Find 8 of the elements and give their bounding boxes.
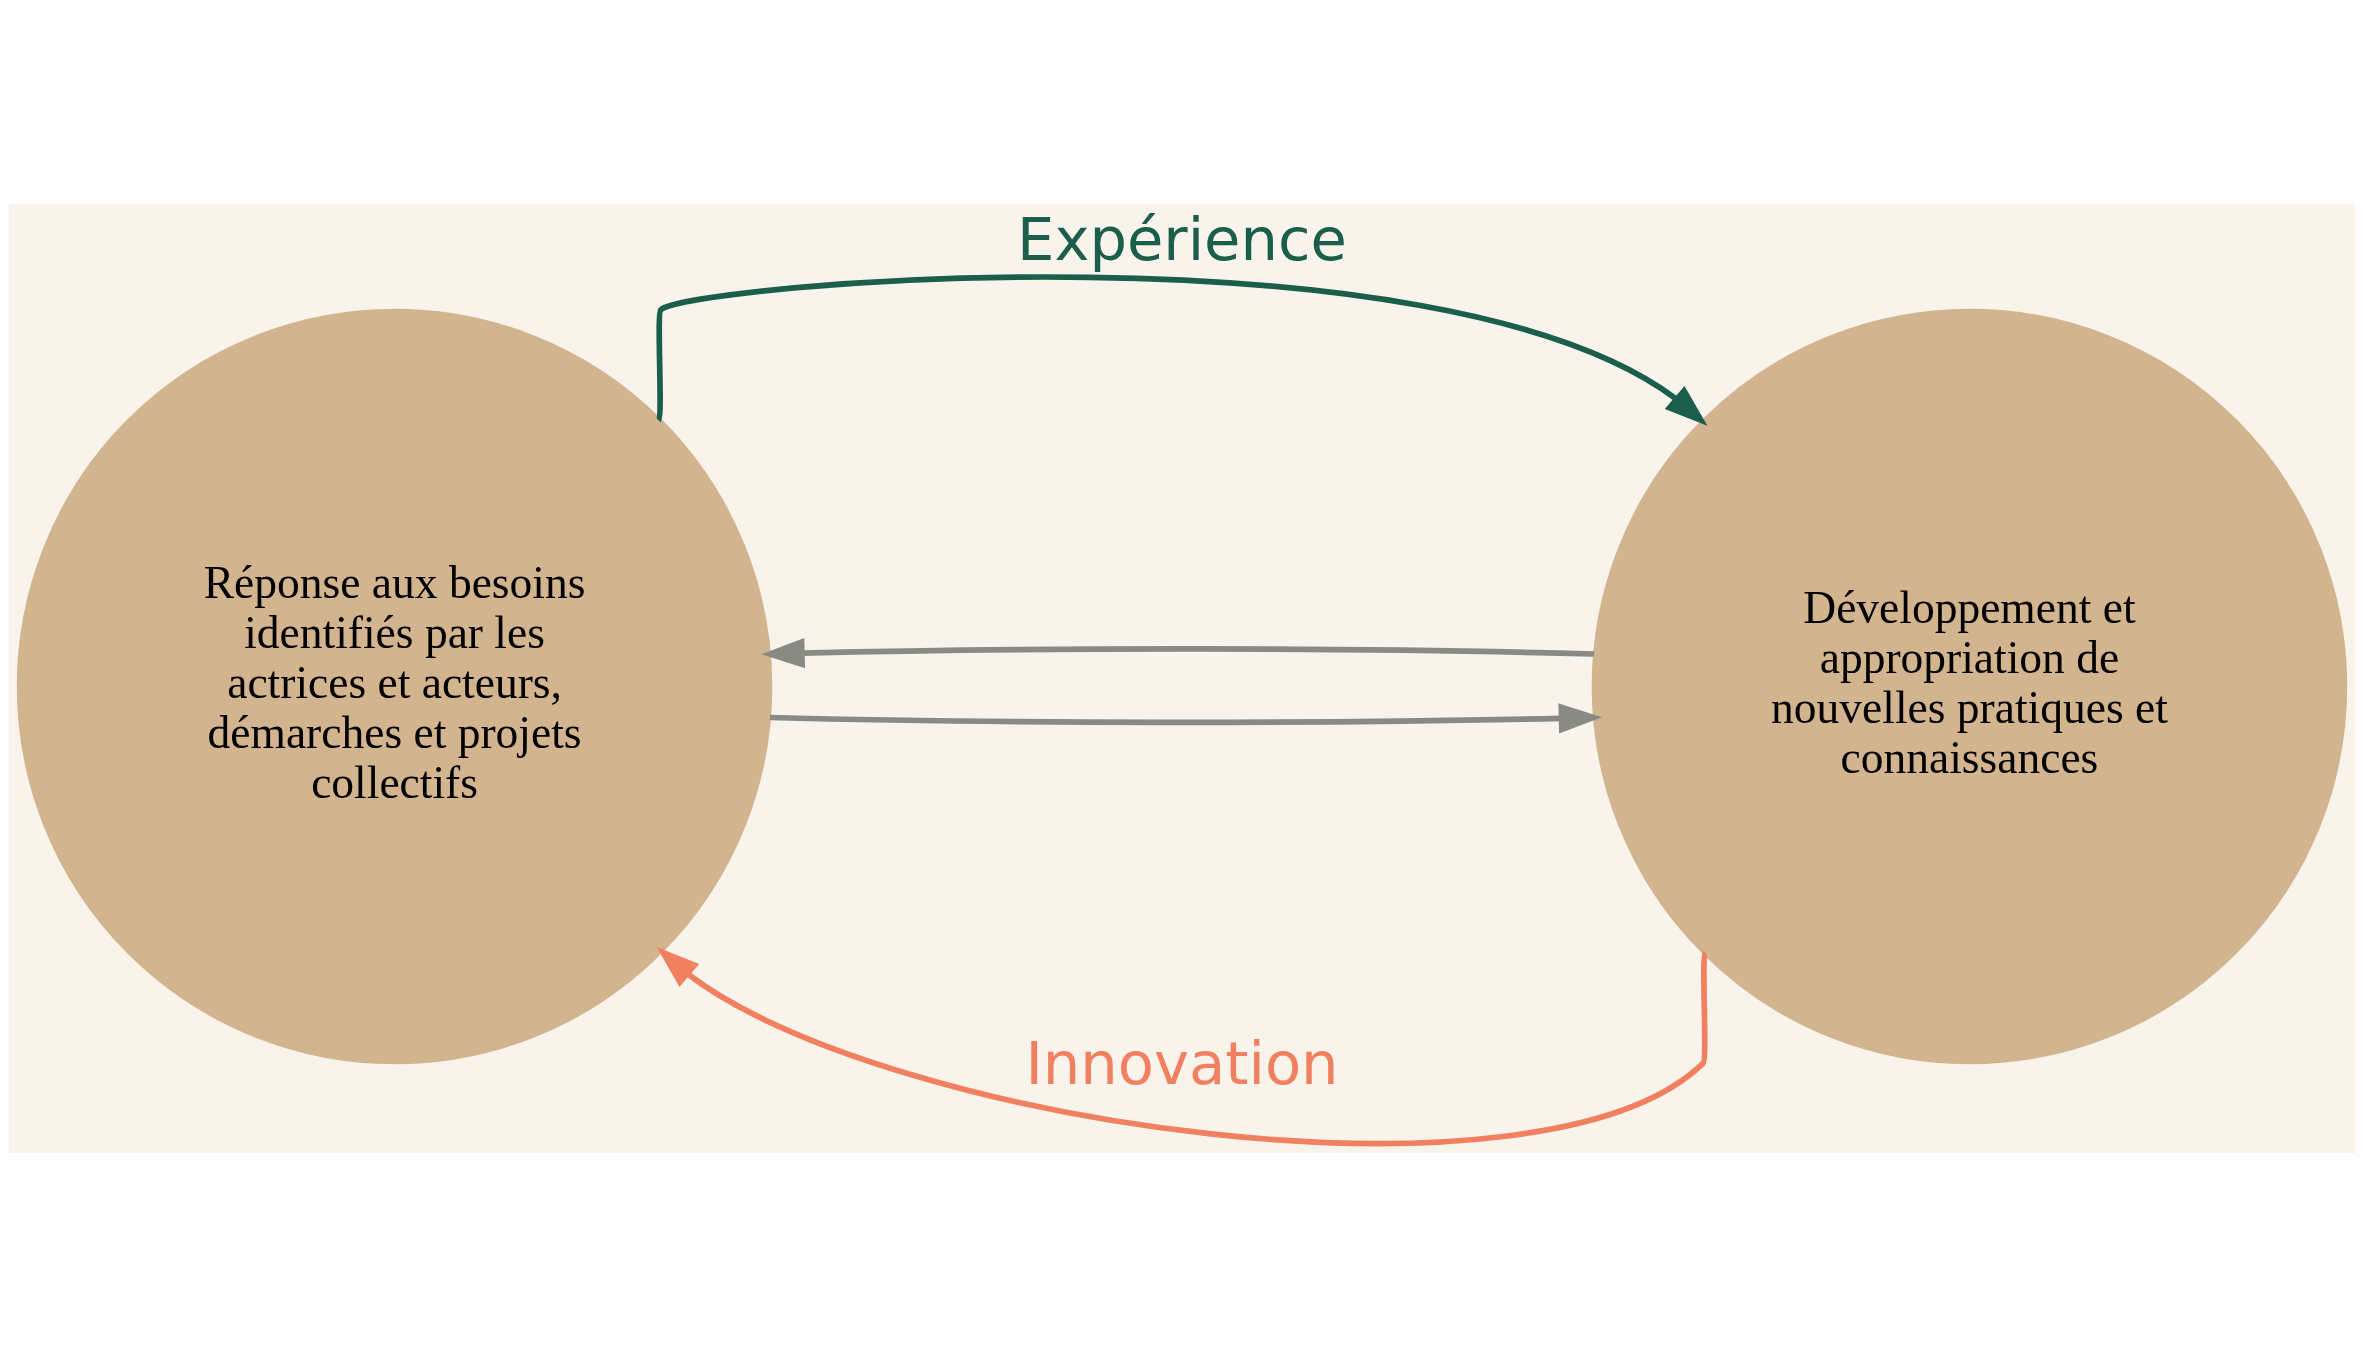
arrow — [761, 637, 1595, 668]
edge-label: Expérience — [1017, 204, 1347, 274]
edge-label: Innovation — [1025, 1028, 1339, 1098]
node-circle: Développement et appropriation de nouvelles pratiques et connaissances — [1591, 308, 2348, 1064]
node-circle: Réponse aux besoins identifiés par les actrices et acteurs, démarches et projets collectifs — [16, 308, 773, 1064]
arrow — [655, 274, 1708, 426]
arrow — [656, 946, 1709, 1146]
arrow — [769, 702, 1602, 734]
